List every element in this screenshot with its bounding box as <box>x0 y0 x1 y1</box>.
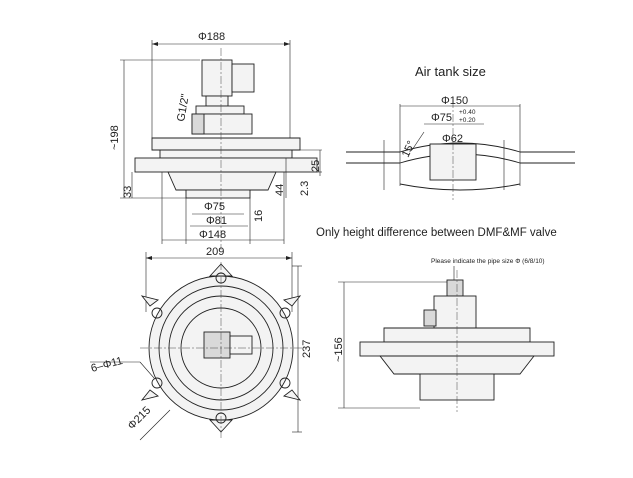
dim-75-tol-upper: +0.40 <box>459 109 476 116</box>
dim-height: 237 <box>301 340 313 358</box>
lug-top-right <box>282 295 302 307</box>
dim-pcd: Φ215 <box>126 404 154 432</box>
tank-top-line <box>346 142 575 153</box>
valve-body <box>433 295 477 329</box>
dim-holes: 6–Φ11 <box>90 355 124 375</box>
solenoid-stem <box>205 95 229 107</box>
height-difference-note: Only height difference between DMF&MF va… <box>316 227 557 239</box>
bolt-hole <box>279 307 291 319</box>
dim-75-tol-lower: +0.20 <box>459 117 476 124</box>
connector-top <box>229 335 253 355</box>
dim-height-side: ~156 <box>333 337 345 362</box>
dim-outlet-depth: 16 <box>253 210 265 222</box>
diaphragm-lower <box>159 149 293 159</box>
dim-150: Φ150 <box>441 95 468 107</box>
pipe-size-note: Please indicate the pipe size Φ (6/8/10) <box>431 258 545 265</box>
dim-25: 25 <box>310 160 322 172</box>
pipe-fitting <box>446 279 464 297</box>
dim-23: 2.3 <box>299 181 311 196</box>
dim-flange: Φ148 <box>199 229 226 241</box>
inlet-port <box>423 309 437 327</box>
dim-75: Φ75 <box>431 112 452 124</box>
lug-bottom-right <box>282 389 302 401</box>
solenoid-connector <box>231 63 255 93</box>
lug-bottom-left <box>140 389 160 401</box>
bolt-hole <box>151 377 163 389</box>
dim-flange-height: 33 <box>122 186 134 198</box>
dim-thread: G1/2" <box>175 93 192 123</box>
inlet-fitting <box>191 113 205 135</box>
dim-62: Φ62 <box>442 133 463 145</box>
outlet-pipe <box>185 189 251 199</box>
dim-44: 44 <box>274 184 286 196</box>
valve-cap <box>195 105 245 115</box>
diaphragm-housing <box>151 137 301 151</box>
bolt-hole <box>151 307 163 319</box>
flange <box>134 157 318 173</box>
top-view: 209 237 6–Φ11 Φ21 <box>90 246 313 441</box>
outlet-body <box>167 171 277 191</box>
dim-outlet-inner: Φ81 <box>206 215 227 227</box>
solenoid-coil <box>201 59 233 97</box>
tank-bottom-arc <box>399 183 521 191</box>
dim-outlet-outer: Φ75 <box>204 201 225 213</box>
dim-height-total: ~198 <box>109 125 121 150</box>
solenoid-top <box>203 331 231 359</box>
air-tank-view: Air tank size Φ150 Φ75 +0.40 +0.20 Φ62 1… <box>346 64 575 200</box>
front-view: Φ188 ~198 G1/2" 33 Φ75 Φ81 Φ148 16 44 2.… <box>109 31 322 250</box>
dim-angle: 15° <box>400 139 418 159</box>
bolt-hole <box>279 377 291 389</box>
side-view: Please indicate the pipe size Φ (6/8/10)… <box>333 258 555 412</box>
dim-width-top: Φ188 <box>198 31 225 43</box>
dim-width: 209 <box>206 246 224 258</box>
lug-top-left <box>140 295 160 307</box>
air-tank-title: Air tank size <box>415 64 486 79</box>
